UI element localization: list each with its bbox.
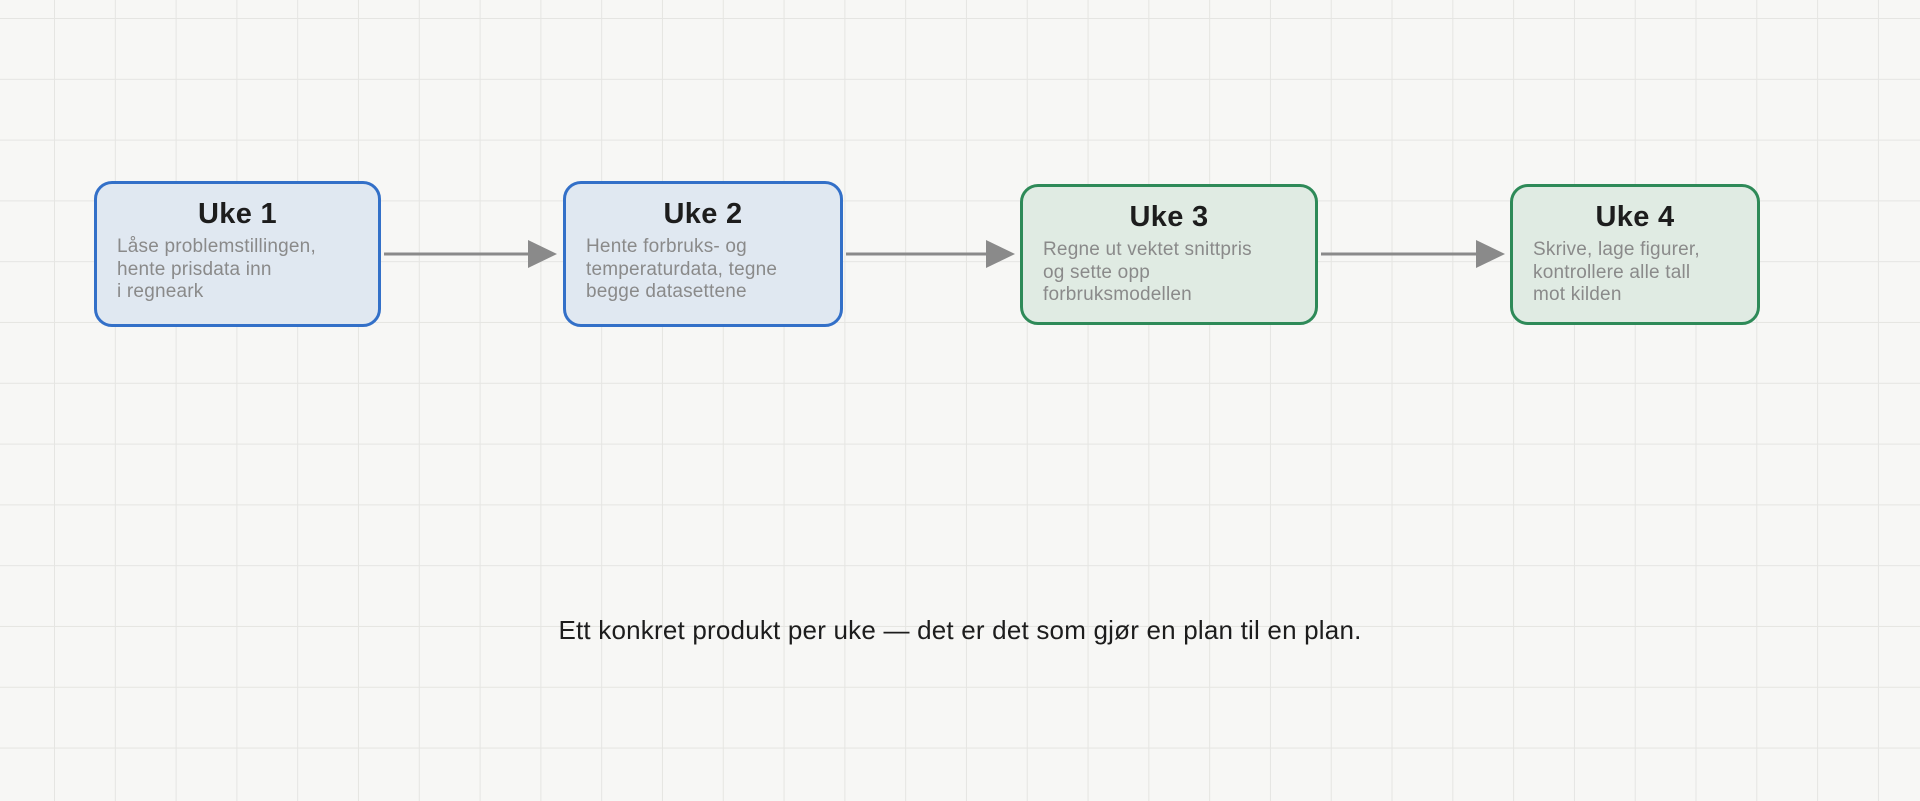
node-week-2: Uke 2 Hente forbruks- og temperaturdata,… [563, 181, 843, 327]
node-week-3-description: Regne ut vektet snittpris og sette opp f… [1043, 239, 1252, 305]
node-week-4: Uke 4 Skrive, lage figurer, kontrollere … [1510, 184, 1760, 325]
arrow-week3-to-week4 [1321, 240, 1505, 268]
node-week-1-description: Låse problemstillingen, hente prisdata i… [117, 236, 316, 302]
node-week-2-description: Hente forbruks- og temperaturdata, tegne… [586, 236, 778, 302]
node-week-4-title: Uke 4 [1595, 201, 1675, 233]
node-week-2-title: Uke 2 [663, 198, 743, 230]
arrow-week1-to-week2 [384, 240, 557, 268]
node-week-1-title: Uke 1 [198, 198, 277, 230]
diagram-caption: Ett konkret produkt per uke — det er det… [558, 615, 1362, 645]
node-week-4-description: Skrive, lage figurer, kontrollere alle t… [1533, 239, 1700, 305]
node-week-3: Uke 3 Regne ut vektet snittpris og sette… [1020, 184, 1318, 325]
arrow-week2-to-week3 [846, 240, 1015, 268]
node-week-1: Uke 1 Låse problemstillingen, hente pris… [94, 181, 381, 327]
node-week-3-title: Uke 3 [1129, 201, 1209, 233]
